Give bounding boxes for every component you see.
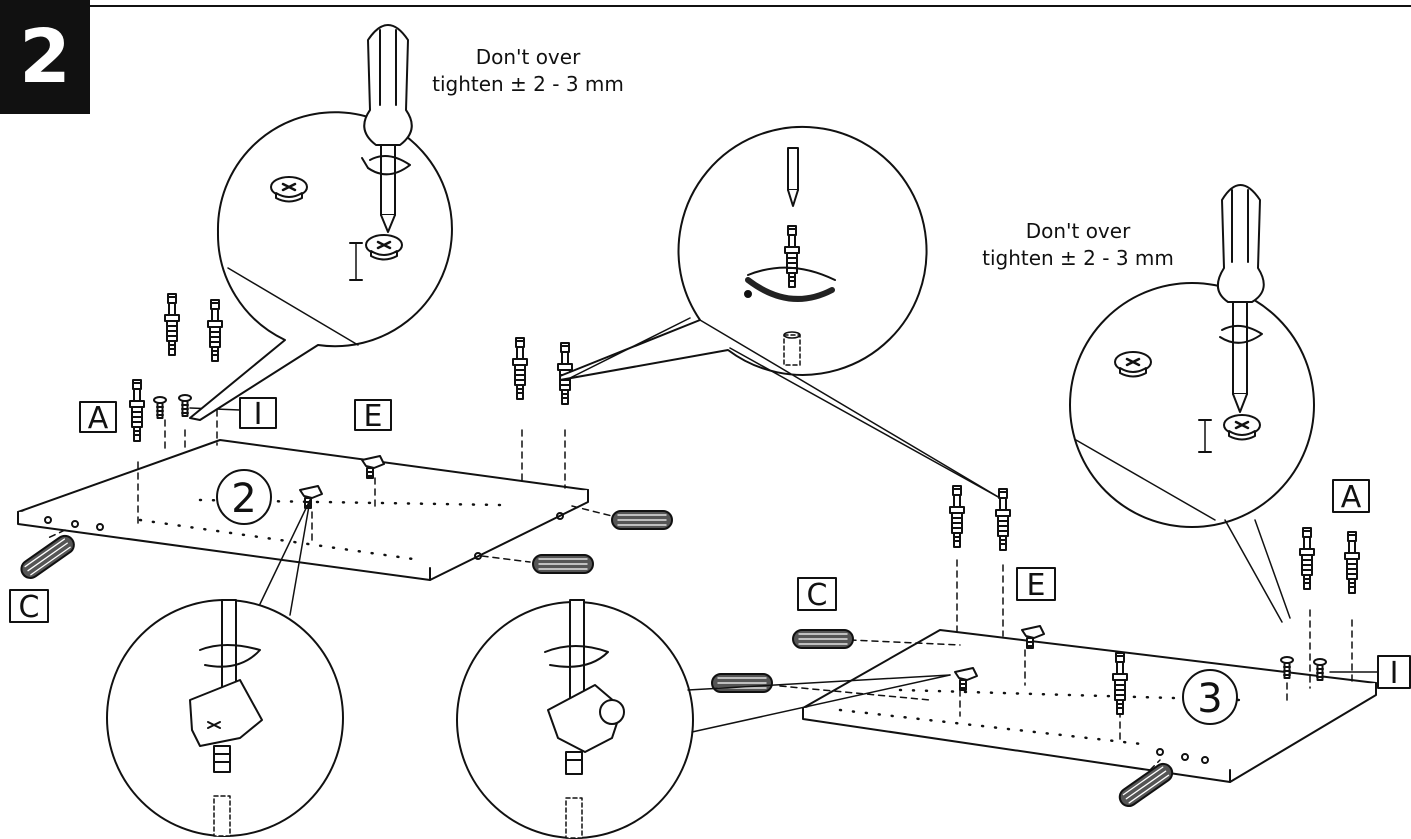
part-c-label: C — [19, 590, 40, 625]
panel-2-board — [17, 439, 589, 581]
screw-head-icon — [1222, 413, 1262, 441]
cam-bolt-icon — [995, 488, 1011, 551]
dowel-icon — [711, 673, 773, 693]
part-e-label: E — [1027, 568, 1046, 603]
screw-head-icon — [364, 233, 404, 261]
panel-3-board — [802, 629, 1377, 783]
panel-3-marker — [1182, 669, 1238, 725]
panel-3-number: 3 — [1197, 676, 1222, 722]
part-a-label: A — [1341, 480, 1362, 515]
cam-bolt-icon — [129, 379, 145, 442]
tighten-note-right-line1: Don't over — [1025, 219, 1131, 243]
part-c-box — [797, 577, 837, 611]
part-a-box — [1332, 479, 1370, 513]
part-e-label: E — [364, 399, 383, 434]
part-i-box — [1377, 655, 1411, 689]
part-i-box — [239, 397, 277, 429]
zoom-bubble-screw-left — [189, 111, 453, 421]
zoom-bubble-support-left — [106, 599, 344, 837]
part-i-label: I — [1390, 656, 1399, 691]
cam-bolt-icon — [512, 337, 528, 400]
dowel-icon — [16, 531, 79, 583]
screw-head-icon — [1113, 350, 1153, 378]
step-number-badge: 2 — [0, 0, 90, 114]
part-a-label: A — [88, 401, 109, 436]
tighten-note-left: Don't over tighten ± 2 - 3 mm — [428, 44, 628, 98]
dowel-icon — [792, 629, 854, 649]
zoom-bubble-cambolt — [559, 125, 928, 381]
cam-bolt-icon — [207, 299, 223, 362]
tighten-note-left-line2: tighten ± 2 - 3 mm — [432, 72, 624, 96]
screw-icon — [178, 394, 192, 417]
tighten-note-left-line1: Don't over — [475, 45, 581, 69]
screwdriver-icon — [361, 24, 413, 233]
screwdriver-icon — [1217, 184, 1265, 413]
part-e-box — [1016, 567, 1056, 601]
part-c-box — [9, 589, 49, 623]
cam-bolt-icon — [164, 293, 180, 356]
part-c-label: C — [807, 578, 828, 613]
zoom-bubble-support-mid — [456, 599, 694, 839]
tighten-note-right: Don't over tighten ± 2 - 3 mm — [978, 218, 1178, 272]
screw-icon — [153, 396, 167, 419]
panel-2-marker — [216, 469, 272, 525]
part-a-box — [79, 401, 117, 433]
part-i-label: I — [254, 397, 263, 432]
tighten-note-right-line2: tighten ± 2 - 3 mm — [982, 246, 1174, 270]
cam-bolt-icon — [949, 485, 965, 548]
dowel-icon — [532, 554, 594, 574]
cam-bolt-icon — [1344, 531, 1360, 594]
dowel-icon — [611, 510, 673, 530]
cam-bolt-icon — [1299, 527, 1315, 590]
rotate-arrow-icon — [744, 290, 752, 298]
part-e-box — [354, 399, 392, 431]
screw-head-icon — [269, 175, 309, 203]
zoom-bubble-screw-right — [1069, 282, 1315, 528]
panel-2-number: 2 — [231, 476, 256, 522]
